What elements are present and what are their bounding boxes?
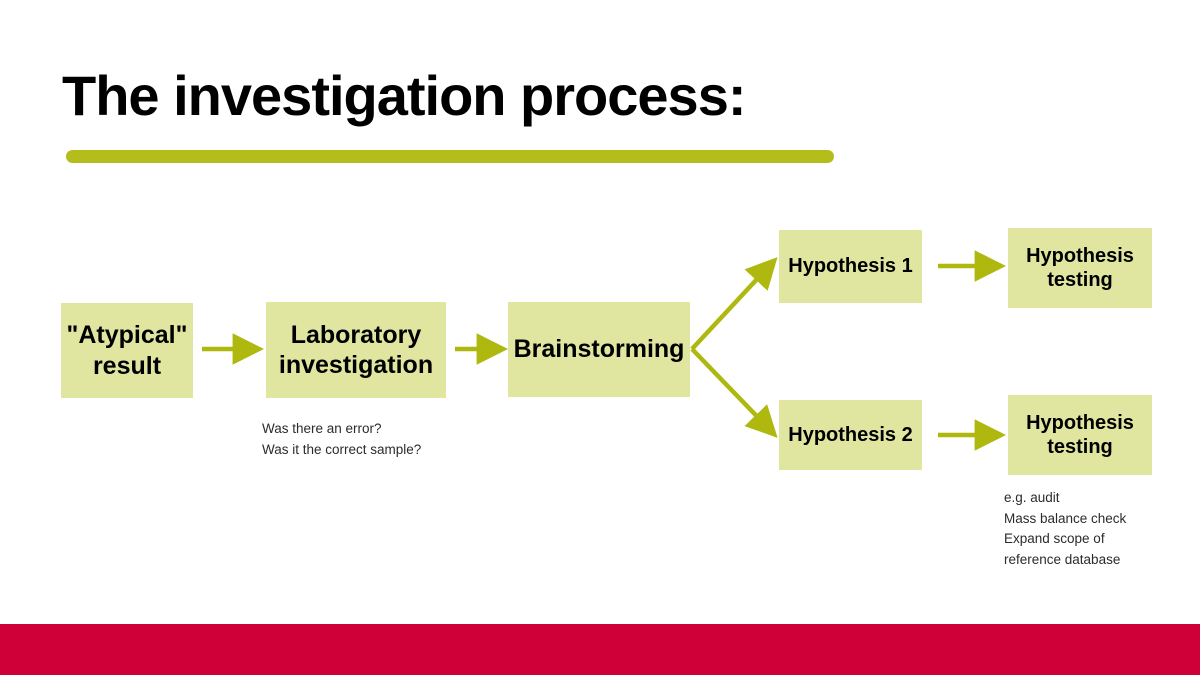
title-accent-bar (66, 150, 834, 163)
page-title: The investigation process: (62, 64, 746, 127)
flow-node-hypothesis-2[interactable]: Hypothesis 2 (779, 400, 922, 470)
arrow-brainstorming-to-hypothesis-2 (690, 347, 778, 438)
flow-node-atypical-result[interactable]: "Atypical" result (61, 303, 193, 398)
flow-node-brainstorming[interactable]: Brainstorming (508, 302, 690, 397)
flow-node-hypothesis-1[interactable]: Hypothesis 1 (779, 230, 922, 303)
arrow-brainstorming-to-hypothesis-1 (690, 257, 778, 351)
annotation-testing-notes: e.g. audit Mass balance check Expand sco… (1004, 490, 1127, 567)
flow-node-hypothesis-testing-1[interactable]: Hypothesis testing (1008, 228, 1152, 308)
footer-band (0, 624, 1200, 675)
annotation-laboratory-notes: Was there an error? Was it the correct s… (262, 421, 422, 457)
flow-node-hypothesis-testing-2[interactable]: Hypothesis testing (1008, 395, 1152, 475)
flow-node-laboratory-investigation[interactable]: Laboratory investigation (266, 302, 446, 398)
